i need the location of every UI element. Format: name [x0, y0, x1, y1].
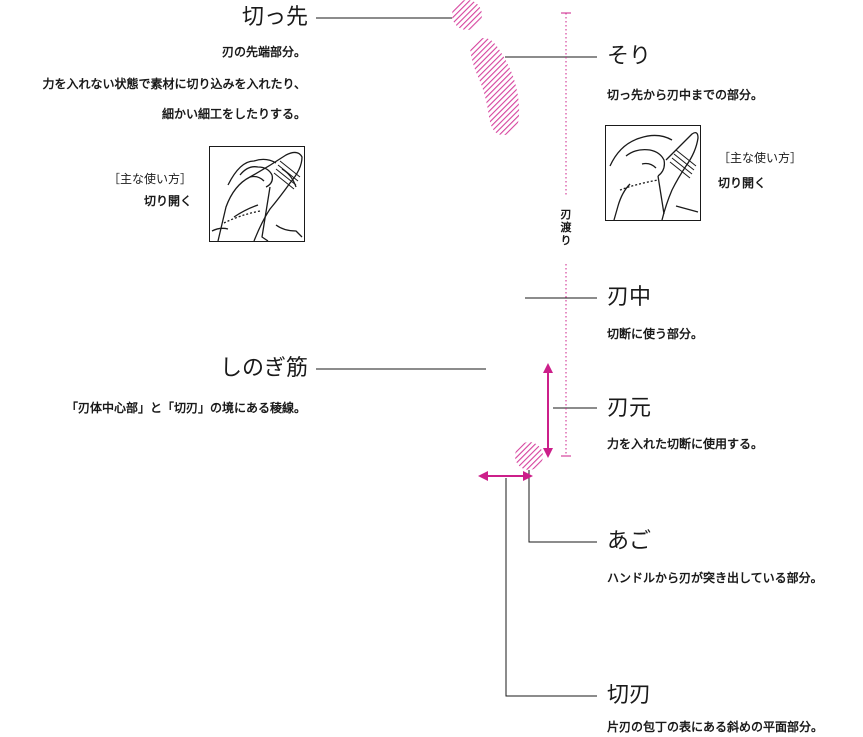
ago-leader	[528, 470, 597, 543]
ago-zone	[515, 442, 543, 470]
kissaki-zone	[452, 0, 482, 30]
usage-right-illustration	[605, 125, 701, 221]
kissaki-desc-line: 力を入れない状態で素材に切り込みを入れたり、	[42, 77, 306, 91]
usage-right-heading: ［主な使い方］	[718, 151, 803, 165]
hamoto-desc: 力を入れた切断に使用する。	[607, 437, 764, 451]
kissaki-desc-line: 細かい細工をしたりする。	[161, 107, 306, 121]
kissaki-title: 切っ先	[241, 5, 308, 30]
hand-knife-icon	[609, 132, 699, 221]
hawatari-char: り	[560, 234, 572, 247]
kissaki-desc-line: 刃の先端部分。	[221, 45, 306, 59]
shinogi-title: しのぎ筋	[219, 356, 308, 381]
hamoto-title: 刃元	[607, 396, 652, 421]
kiriba-desc: 片刃の包丁の表にある斜めの平面部分。	[607, 720, 824, 734]
sori-desc: 切っ先から刃中までの部分。	[607, 88, 764, 102]
hand-knife-icon	[211, 151, 303, 242]
hawatari-label: 刃 渡 り	[559, 208, 573, 247]
usage-left-heading: ［主な使い方］	[107, 172, 192, 186]
sori-title: そり	[607, 44, 652, 69]
hawatari-char: 刃	[560, 208, 572, 221]
hanaka-desc: 切断に使う部分。	[607, 327, 704, 341]
ago-title: あご	[607, 529, 652, 554]
usage-left-text: 切り開く	[143, 194, 192, 208]
sori-zone	[470, 37, 520, 136]
usage-left-illustration	[209, 146, 305, 242]
shinogi-desc: 「刃体中心部」と「切刃」の境にある稜線。	[65, 401, 306, 415]
kiriba-title: 切刃	[607, 683, 652, 708]
ago-desc: ハンドルから刃が突き出している部分。	[607, 571, 823, 585]
hawatari-char: 渡	[560, 221, 572, 234]
kiriba-leader	[505, 478, 597, 697]
hanaka-title: 刃中	[607, 285, 652, 310]
usage-right-text: 切り開く	[718, 176, 767, 190]
